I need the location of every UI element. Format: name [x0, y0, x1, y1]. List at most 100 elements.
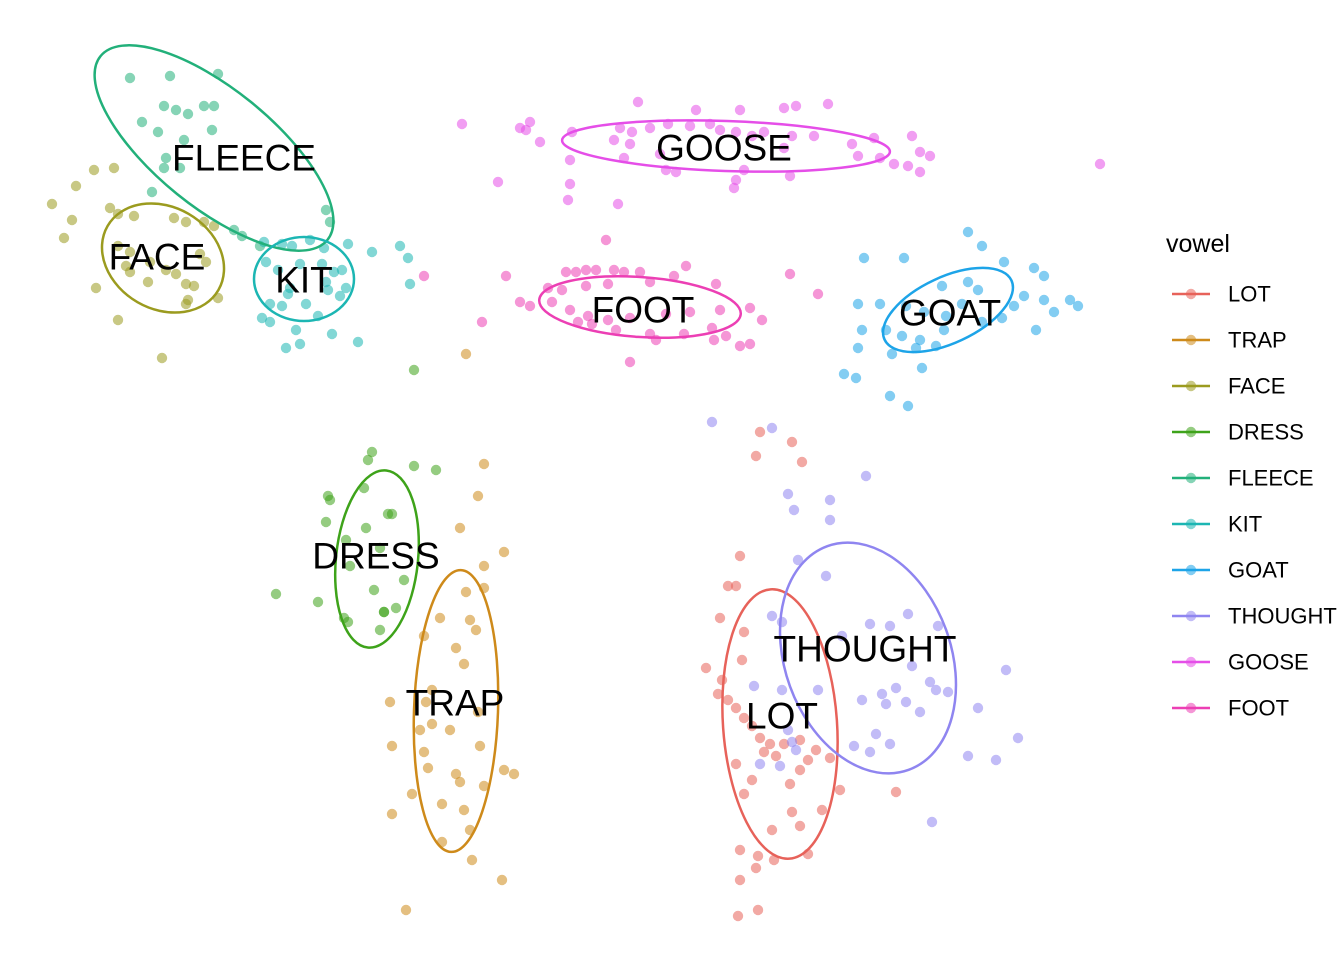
point-fleece: [136, 116, 148, 128]
point-kit: [342, 238, 354, 250]
point-face: [142, 276, 154, 288]
point-face: [70, 180, 82, 192]
point-goose: [746, 130, 758, 142]
point-trap: [454, 776, 466, 788]
point-foot: [756, 314, 768, 326]
point-thought: [962, 750, 974, 762]
point-face: [66, 214, 78, 226]
point-face: [194, 248, 206, 260]
point-trap: [478, 458, 490, 470]
point-lot: [754, 426, 766, 438]
point-kit: [286, 240, 298, 252]
point-kit: [320, 276, 332, 288]
point-foot: [668, 270, 680, 282]
point-goose: [730, 174, 742, 186]
point-lot: [794, 764, 806, 776]
point-thought: [848, 740, 860, 752]
point-goat: [838, 368, 850, 380]
point-lot: [700, 662, 712, 674]
point-lot: [786, 806, 798, 818]
point-goose: [524, 116, 536, 128]
point-goose: [608, 134, 620, 146]
point-kit: [282, 288, 294, 300]
point-fleece: [182, 108, 194, 120]
point-goat: [900, 300, 912, 312]
point-thought: [860, 470, 872, 482]
point-thought: [870, 728, 882, 740]
point-foot: [708, 334, 720, 346]
point-thought: [706, 416, 718, 428]
point-goat: [940, 310, 952, 322]
point-goat: [956, 298, 968, 310]
point-dress: [366, 446, 378, 458]
point-lot: [750, 450, 762, 462]
point-goat: [914, 334, 926, 346]
point-fleece: [158, 100, 170, 112]
point-lot: [752, 904, 764, 916]
point-lot: [714, 612, 726, 624]
point-goat: [1018, 290, 1030, 302]
point-trap: [426, 684, 438, 696]
legend-item-goose: GOOSE: [1172, 650, 1309, 675]
point-foot: [610, 324, 622, 336]
vowel-labels-layer: LOTTRAPFACEDRESSFLEECEKITGOATTHOUGHTGOOS…: [109, 128, 1001, 737]
point-trap: [458, 658, 470, 670]
ellipses-layer: [93, 44, 1015, 860]
point-goose: [632, 96, 644, 108]
point-lot: [734, 874, 746, 886]
point-dress: [344, 560, 356, 572]
point-kit: [336, 264, 348, 276]
point-face: [182, 294, 194, 306]
point-goose: [564, 178, 576, 190]
ellipse-face: [100, 202, 226, 314]
point-trap: [418, 746, 430, 758]
legend-dot: [1185, 288, 1197, 300]
point-fleece: [124, 72, 136, 84]
legend: vowel LOTTRAPFACEDRESSFLEECEKITGOATTHOUG…: [1166, 230, 1337, 721]
legend-item-fleece: FLEECE: [1172, 466, 1314, 491]
point-fleece: [146, 186, 158, 198]
point-goat: [972, 284, 984, 296]
point-face: [88, 164, 100, 176]
point-lot: [816, 804, 828, 816]
point-trap: [464, 614, 476, 626]
point-lot: [746, 774, 758, 786]
ellipse-goose: [560, 119, 892, 173]
point-trap: [400, 904, 412, 916]
point-thought: [836, 630, 848, 642]
point-dress: [378, 606, 390, 618]
point-lot: [784, 778, 796, 790]
point-trap: [478, 560, 490, 572]
point-goat: [962, 226, 974, 238]
point-trap: [450, 642, 462, 654]
point-kit: [272, 264, 284, 276]
point-trap: [508, 768, 520, 780]
vowel-label-dress: DRESS: [312, 536, 439, 577]
point-face: [108, 162, 120, 174]
point-kit: [334, 290, 346, 302]
point-goose: [786, 130, 798, 142]
legend-label: LOT: [1228, 282, 1271, 307]
ellipse-foot: [537, 275, 743, 339]
point-dress: [374, 624, 386, 636]
point-dress: [342, 616, 354, 628]
legend-dot: [1185, 702, 1197, 714]
point-goat: [856, 324, 868, 336]
point-lot: [758, 746, 770, 758]
point-fleece: [174, 162, 186, 174]
point-goose: [690, 104, 702, 116]
vowel-label-thought: THOUGHT: [774, 629, 957, 670]
point-fleece: [208, 100, 220, 112]
ellipse-kit: [252, 235, 356, 323]
point-goat: [896, 330, 908, 342]
point-foot: [660, 308, 672, 320]
legend-item-dress: DRESS: [1172, 420, 1304, 445]
point-thought: [990, 754, 1002, 766]
point-trap: [460, 348, 472, 360]
point-kit: [402, 252, 414, 264]
point-thought: [754, 758, 766, 770]
point-lot: [750, 862, 762, 874]
point-trap: [474, 740, 486, 752]
point-dress: [324, 494, 336, 506]
point-thought: [906, 660, 918, 672]
